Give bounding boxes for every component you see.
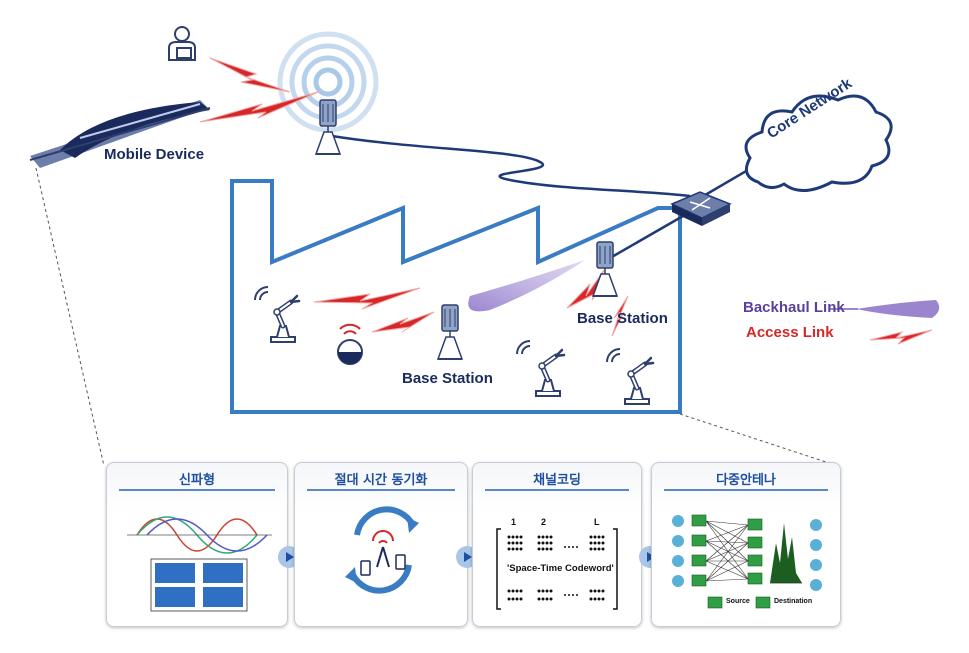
phone-icon	[395, 554, 406, 570]
phone-icon	[360, 560, 371, 576]
panel-channel-coding: 채널코딩 1 2 L 'Space-Time Codeword'	[472, 462, 642, 627]
codeword-col-l: L	[594, 517, 600, 527]
codeword-matrix	[496, 528, 618, 610]
router-icon	[670, 191, 732, 226]
codeword-col-2: 2	[541, 517, 547, 527]
backhaul-link-label: Backhaul Link	[743, 299, 845, 316]
panel-waveform: 신파형	[106, 462, 288, 627]
user-icon	[168, 26, 196, 61]
backhaul-beam	[468, 260, 585, 312]
tower-icon	[437, 304, 463, 360]
sensor-icon	[337, 323, 363, 365]
mimo-graphic	[672, 514, 822, 609]
waveform-graphic	[127, 516, 272, 612]
panel-title: 채널코딩	[533, 473, 581, 488]
panel-title: 신파형	[179, 473, 215, 488]
robot-arm-icon	[536, 350, 564, 396]
train-icon	[29, 100, 211, 168]
panel-title: 절대 시간 동기화	[334, 473, 428, 488]
wired-backhaul	[331, 134, 691, 198]
tower-icon	[592, 241, 618, 297]
panel-multi-antenna: 다중안테나 Source Destination	[651, 462, 841, 627]
access-links	[199, 57, 933, 345]
mobile-device-label: Mobile Device	[104, 146, 205, 163]
robot-arm-icon	[625, 358, 653, 404]
legend-backhaul-shape	[856, 300, 940, 318]
source-label: Source	[726, 598, 750, 605]
factory-outline	[230, 179, 682, 414]
codeword-col-1: 1	[511, 517, 517, 527]
base-station-label: Base Station	[402, 370, 493, 387]
time-sync-graphic	[345, 506, 419, 594]
panel-title: 다중안테나	[716, 473, 776, 488]
base-station-label: Base Station	[577, 310, 668, 327]
cloud-icon	[744, 94, 893, 192]
destination-label: Destination	[774, 598, 813, 605]
access-link-label: Access Link	[746, 324, 834, 341]
robot-arm-icon	[271, 296, 299, 342]
codeword-label: 'Space-Time Codeword'	[507, 563, 614, 574]
panel-time-sync: 절대 시간 동기화	[294, 462, 468, 627]
